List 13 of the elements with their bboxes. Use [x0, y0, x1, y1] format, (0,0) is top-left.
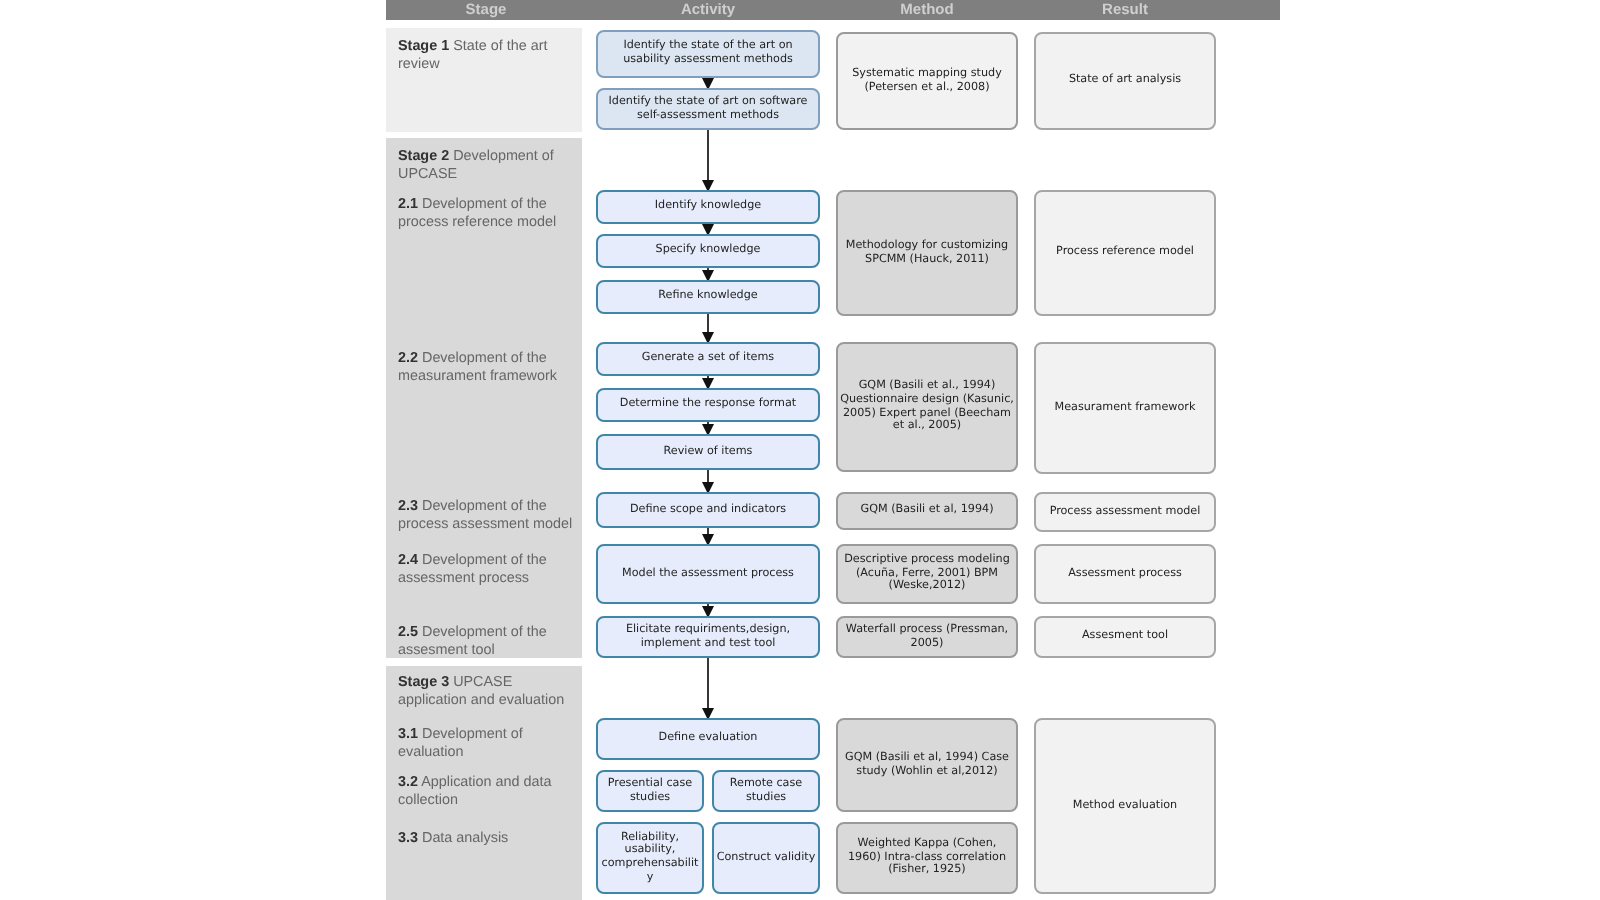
- arrow: [702, 375, 714, 390]
- stage-band: [386, 138, 582, 658]
- arrow: [702, 129, 714, 192]
- arrow: [702, 469, 714, 494]
- arrow: [702, 77, 714, 90]
- arrow: [702, 267, 714, 282]
- arrow: [702, 603, 714, 618]
- arrow: [702, 223, 714, 236]
- stage-band: [386, 666, 582, 900]
- arrow: [702, 313, 714, 344]
- arrow: [702, 421, 714, 436]
- arrow: [702, 657, 714, 720]
- arrow: [702, 527, 714, 546]
